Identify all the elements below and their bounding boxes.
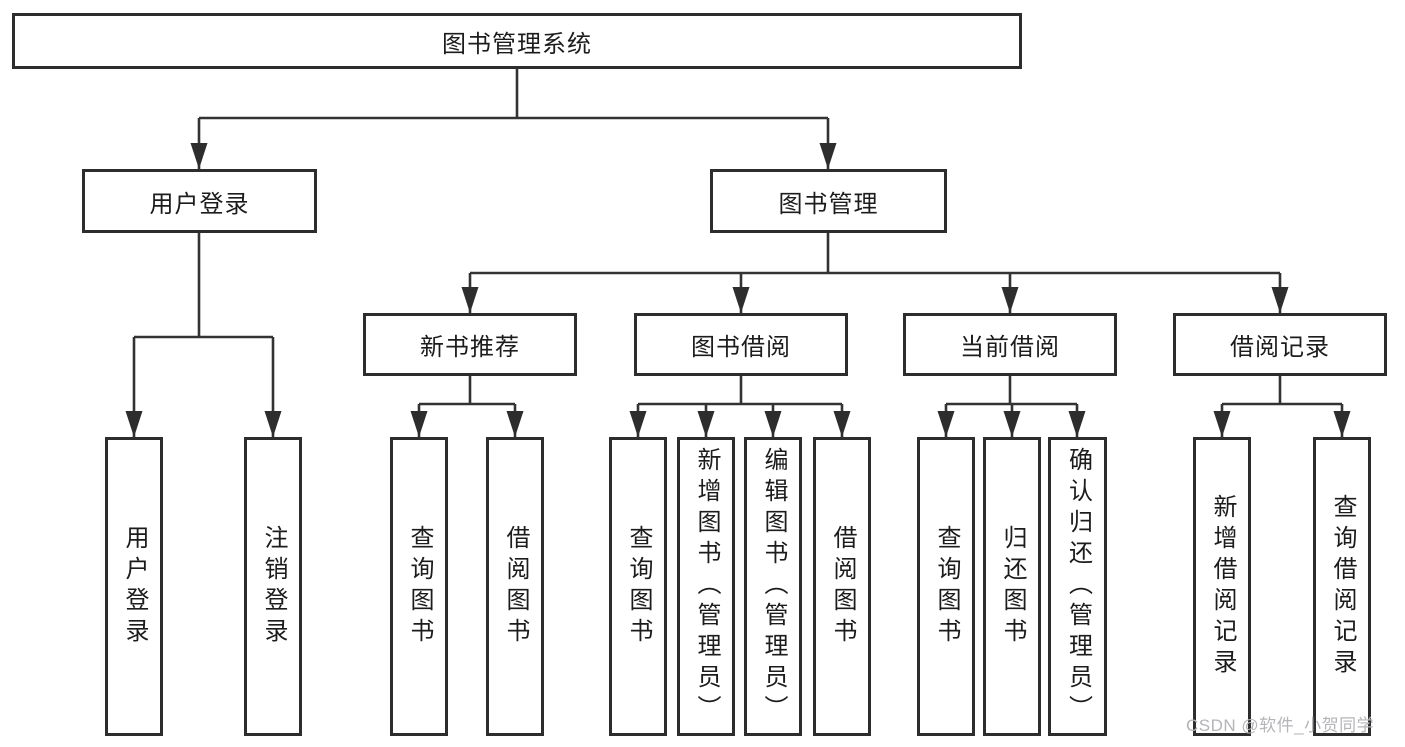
leaf-nbr-query-books-label: 查询图书 (406, 524, 433, 649)
connector-root-to-level2 (197, 68, 830, 169)
leaf-cb-query-books-label: 查询图书 (933, 524, 960, 649)
node-book-mgmt: 图书管理 (710, 169, 947, 233)
connector-book-mgmt-to-level3 (468, 232, 1282, 313)
node-borrow-records-label: 借阅记录 (1230, 334, 1330, 361)
leaf-br-query-record-label: 查询借阅记录 (1329, 493, 1356, 680)
leaf-nbr-borrow-books-label: 借阅图书 (502, 524, 529, 649)
leaf-bb-edit-books: 编辑图书（管理员） (744, 437, 802, 736)
leaf-bb-query-books-label: 查询图书 (625, 524, 652, 649)
node-book-borrow-label: 图书借阅 (691, 334, 791, 361)
node-new-book-rec: 新书推荐 (363, 313, 577, 376)
leaf-br-query-record: 查询借阅记录 (1313, 437, 1371, 736)
leaf-bb-query-books: 查询图书 (609, 437, 667, 736)
node-book-borrow: 图书借阅 (634, 313, 848, 376)
leaf-br-add-record: 新增借阅记录 (1193, 437, 1251, 736)
leaf-cb-return-books-label: 归还图书 (999, 524, 1026, 649)
node-user-login: 用户登录 (82, 169, 317, 233)
node-root: 图书管理系统 (12, 13, 1022, 69)
leaf-nbr-borrow-books: 借阅图书 (486, 437, 544, 736)
leaf-br-add-record-label: 新增借阅记录 (1209, 493, 1236, 680)
arrowheads (125, 143, 1351, 437)
connector-user-login-to-leaves (132, 233, 275, 437)
leaf-cb-return-books: 归还图书 (983, 437, 1041, 736)
leaf-logout-label: 注销登录 (260, 524, 287, 649)
watermark: CSDN @软件_小贺同学 (1186, 716, 1375, 735)
node-user-login-label: 用户登录 (149, 190, 250, 218)
leaf-user-login-label: 用户登录 (121, 524, 148, 649)
leaf-logout: 注销登录 (244, 437, 302, 736)
node-root-label: 图书管理系统 (442, 30, 592, 58)
node-book-mgmt-label: 图书管理 (778, 190, 879, 218)
connector-book-borrow-to-leaves (636, 376, 844, 437)
leaf-bb-borrow-books-label: 借阅图书 (829, 524, 856, 649)
node-new-book-rec-label: 新书推荐 (420, 334, 520, 361)
connector-new-book-rec-to-leaves (417, 376, 517, 437)
leaf-cb-confirm-return: 确认归还（管理员） (1048, 437, 1107, 736)
leaf-nbr-query-books: 查询图书 (390, 437, 448, 736)
leaf-bb-add-books: 新增图书（管理员） (677, 437, 735, 736)
leaf-bb-borrow-books: 借阅图书 (813, 437, 871, 736)
node-current-borrow-label: 当前借阅 (960, 334, 1060, 361)
leaf-bb-edit-books-label: 编辑图书（管理员） (760, 447, 787, 726)
leaf-cb-query-books: 查询图书 (917, 437, 975, 736)
leaf-user-login: 用户登录 (105, 437, 163, 736)
leaf-bb-add-books-label: 新增图书（管理员） (693, 447, 720, 726)
leaf-cb-confirm-return-label: 确认归还（管理员） (1064, 447, 1092, 726)
node-borrow-records: 借阅记录 (1173, 313, 1387, 376)
connector-borrow-records-to-leaves (1220, 376, 1344, 437)
node-current-borrow: 当前借阅 (903, 313, 1117, 376)
